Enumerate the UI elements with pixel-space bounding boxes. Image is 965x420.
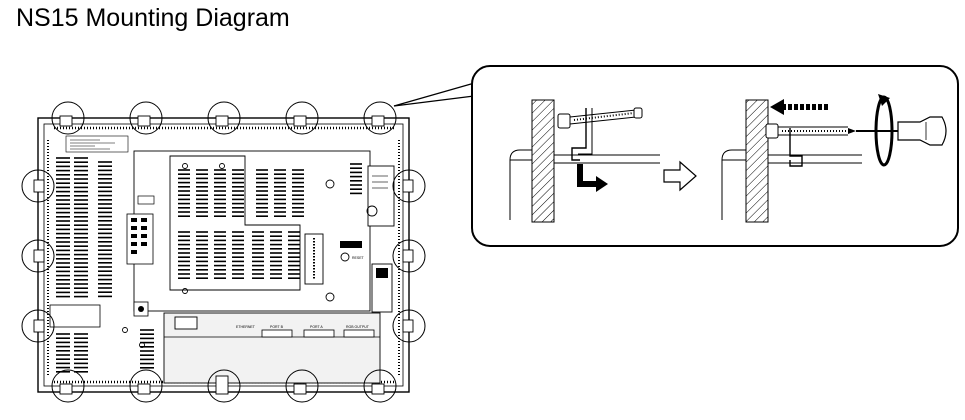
- rgb-output-label: RGB OUTPUT: [346, 325, 370, 329]
- arrow-push-down-icon: [577, 164, 596, 187]
- center-panel: [133, 150, 371, 312]
- screw-tip: [633, 107, 643, 119]
- step-1-insert-bracket: [509, 99, 660, 223]
- dip-switch-right: [340, 241, 362, 248]
- panel-wall-cross-section-2: [745, 99, 769, 223]
- mounting-bracket-positions: [21, 101, 426, 403]
- port-a-label: PORT A: [310, 325, 323, 329]
- bracket-position-circle: [51, 101, 85, 135]
- bracket-position-circle: [129, 101, 163, 135]
- bracket-tabs: [33, 115, 414, 395]
- vent-slots-left: [56, 157, 88, 298]
- rgb-output-connector: [343, 329, 375, 338]
- panel-wall-cross-section: [531, 99, 555, 223]
- screwdriver-tip: [848, 128, 856, 134]
- step-2-tighten-screw: [721, 94, 947, 223]
- screwdriver-handle: [897, 116, 947, 146]
- vent-slots-center: [178, 169, 304, 280]
- reset-button: [340, 252, 350, 262]
- bracket-position-circle: [207, 101, 241, 135]
- arrow-next-step-icon: [663, 160, 697, 192]
- port-a-connector: [303, 329, 335, 338]
- port-b-label: PORT B: [270, 325, 284, 329]
- callout-box: [471, 65, 959, 247]
- port-b-connector: [261, 329, 293, 338]
- bracket-position-circle: [129, 369, 163, 403]
- bracket-position-circle: [21, 309, 55, 343]
- rating-label: [49, 304, 101, 328]
- bracket-position-circle: [285, 369, 319, 403]
- terminal-block: [126, 213, 154, 265]
- unit-rear-view: RESET ETHERNET PORT B PORT A RGB OUTPUT: [33, 115, 414, 395]
- vent-slots-left-2: [56, 161, 112, 373]
- bracket-hook: [571, 108, 587, 161]
- expansion-connector: [304, 233, 324, 285]
- vent-slots-right: [350, 163, 362, 195]
- memory-card-slot: [367, 165, 395, 227]
- bracket-position-circle: [392, 169, 426, 203]
- bracket-position-circle: [363, 101, 397, 135]
- bottom-connector-panel: [163, 312, 381, 384]
- dip-switch: [137, 195, 155, 205]
- bracket-position-circle: [21, 169, 55, 203]
- bracket-position-circle: [285, 101, 319, 135]
- screw-head: [557, 113, 571, 129]
- label-sticker: [65, 135, 129, 153]
- ethernet-label: ETHERNET: [236, 325, 256, 329]
- page-title: NS15 Mounting Diagram: [16, 4, 290, 32]
- screw-head-2: [765, 123, 779, 139]
- callout-leader-line: [393, 81, 479, 107]
- reset-label: RESET: [352, 256, 365, 260]
- bracket-hook-2: [789, 128, 803, 167]
- bracket-position-circle: [51, 369, 85, 403]
- bracket-position-circle: [21, 239, 55, 273]
- bracket-position-circle: [392, 239, 426, 273]
- terminal-pins: [131, 218, 147, 254]
- bracket-position-circle: [363, 369, 397, 403]
- bracket-position-circle: [392, 309, 426, 343]
- bracket-position-circle: [207, 369, 241, 403]
- center-cover: [169, 155, 301, 291]
- ethernet-port: [174, 316, 198, 330]
- screw-holes: [122, 163, 358, 356]
- vent-slots-bottom: [140, 329, 154, 369]
- callout-leader-line-lower: [393, 95, 475, 107]
